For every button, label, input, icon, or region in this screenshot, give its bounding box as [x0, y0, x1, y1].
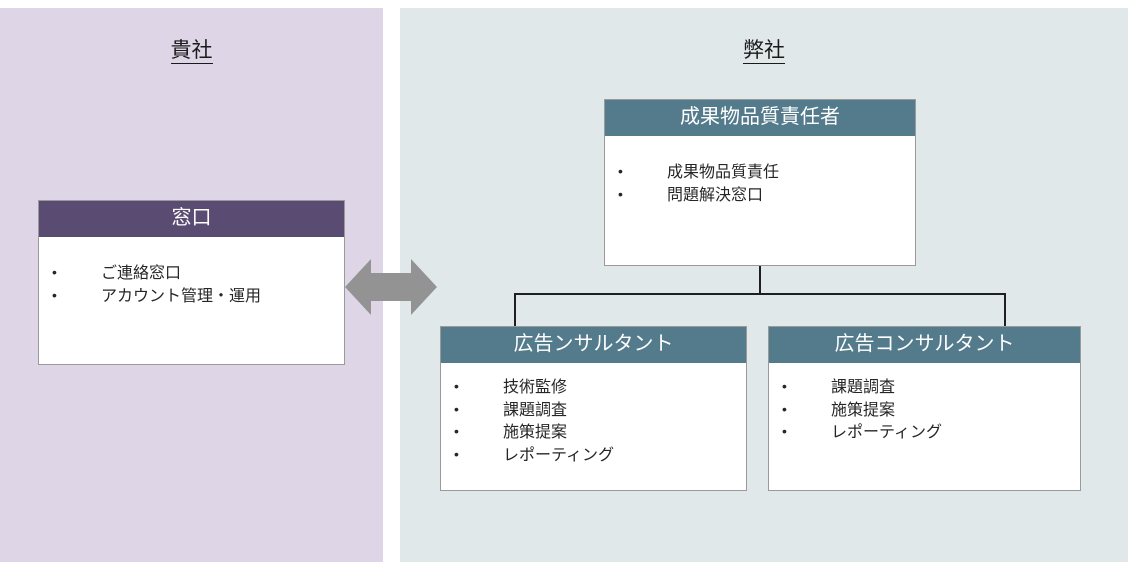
list-item: 技術監修: [441, 377, 746, 400]
list-item: 課題調査: [769, 377, 1080, 400]
card-quality-manager-header: 成果物品質責任者: [605, 100, 915, 136]
panel-title-your-company: 貴社: [0, 34, 383, 64]
card-madoguchi-body: ご連絡窓口 アカウント管理・運用: [39, 237, 344, 308]
list-item: アカウント管理・運用: [39, 286, 344, 309]
card-consultant-2-header: 広告コンサルタント: [769, 327, 1080, 363]
list-item: 施策提案: [769, 400, 1080, 423]
card-consultant-2[interactable]: 広告コンサルタント 課題調査 施策提案 レポーティング: [768, 326, 1081, 491]
card-quality-manager-body: 成果物品質責任 問題解決窓口: [605, 136, 915, 207]
card-consultant-2-bullet-list: 課題調査 施策提案 レポーティング: [769, 377, 1080, 445]
list-item: ご連絡窓口: [39, 263, 344, 286]
connector-line-horizontal: [514, 293, 1005, 295]
list-item: 課題調査: [441, 400, 746, 423]
connector-line-vertical-top: [759, 266, 761, 294]
card-consultant-1-header: 広告ンサルタント: [441, 327, 746, 363]
panel-title-our-company: 弊社: [400, 34, 1128, 64]
list-item: レポーティング: [769, 422, 1080, 445]
card-quality-manager-bullet-list: 成果物品質責任 問題解決窓口: [605, 162, 915, 207]
card-madoguchi-bullet-list: ご連絡窓口 アカウント管理・運用: [39, 263, 344, 308]
list-item: 成果物品質責任: [605, 162, 915, 185]
card-madoguchi[interactable]: 窓口 ご連絡窓口 アカウント管理・運用: [38, 200, 345, 365]
panel-your-company: 貴社 窓口 ご連絡窓口 アカウント管理・運用: [0, 8, 383, 562]
card-consultant-2-body: 課題調査 施策提案 レポーティング: [769, 363, 1080, 445]
list-item: レポーティング: [441, 445, 746, 468]
panel-title-our-company-text: 弊社: [743, 39, 785, 64]
list-item: 施策提案: [441, 422, 746, 445]
card-consultant-1-bullet-list: 技術監修 課題調査 施策提案 レポーティング: [441, 377, 746, 468]
connector-line-vertical-right: [1004, 293, 1006, 326]
card-consultant-1-body: 技術監修 課題調査 施策提案 レポーティング: [441, 363, 746, 468]
card-quality-manager[interactable]: 成果物品質責任者 成果物品質責任 問題解決窓口: [604, 99, 916, 266]
list-item: 問題解決窓口: [605, 185, 915, 208]
connector-line-vertical-left: [514, 293, 516, 326]
card-consultant-1[interactable]: 広告ンサルタント 技術監修 課題調査 施策提案 レポーティング: [440, 326, 747, 491]
bidirectional-arrow-icon: [345, 259, 437, 315]
card-madoguchi-header: 窓口: [39, 201, 344, 237]
panel-title-your-company-text: 貴社: [170, 39, 213, 64]
